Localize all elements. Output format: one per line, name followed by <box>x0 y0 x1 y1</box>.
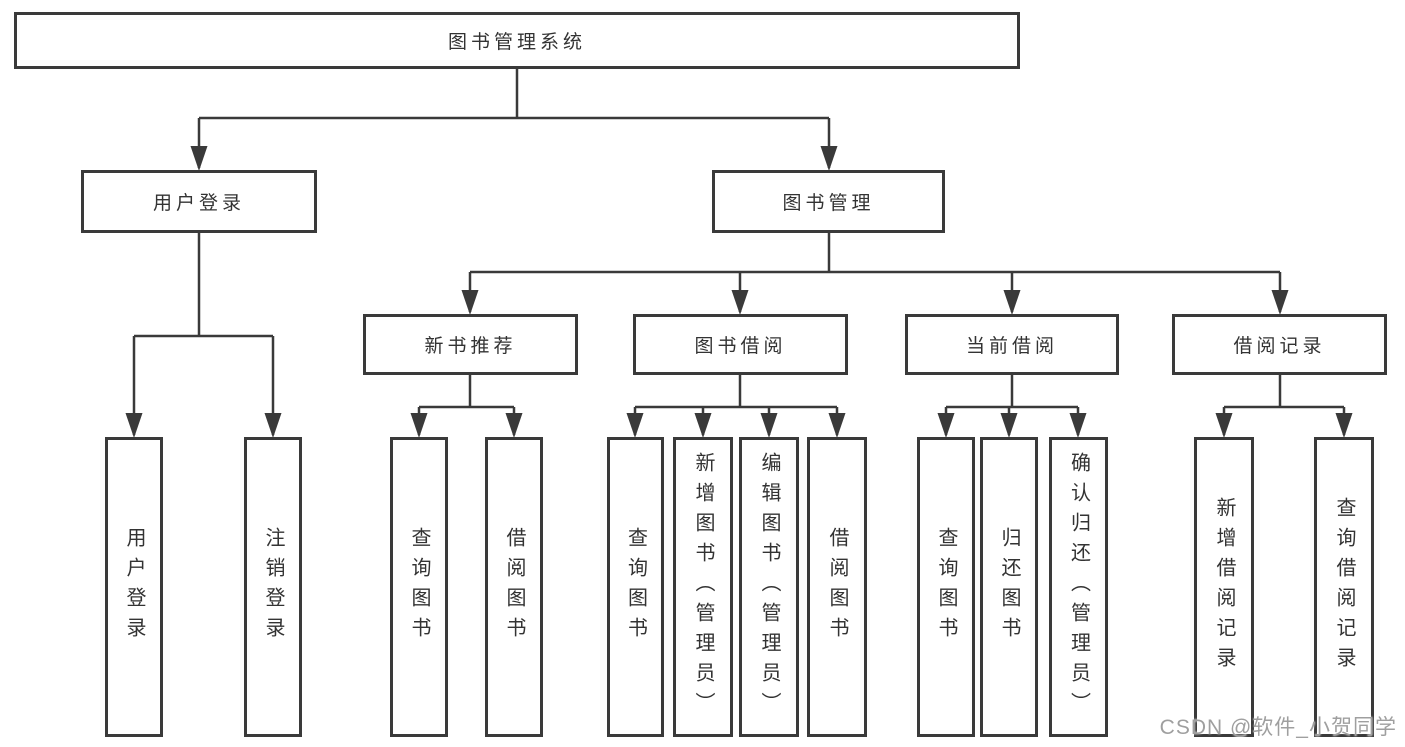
node-logout-action: 注销登录 <box>244 437 302 737</box>
node-user-login-label: 用户登录 <box>152 193 245 214</box>
connector-new-book-to-children <box>417 375 516 435</box>
connector-book-borrow-to-children <box>633 375 839 435</box>
node-br-add-record: 新增借阅记录 <box>1194 437 1254 737</box>
node-cb-return-books: 归还图书 <box>980 437 1038 737</box>
arrowhead <box>760 413 778 438</box>
node-book-management: 图书管理 <box>712 170 945 233</box>
node-nb-borrow-books: 借阅图书 <box>485 437 543 737</box>
arrowhead <box>820 146 838 171</box>
node-bb-add-books-admin: 新增图书（管理员） <box>673 437 733 737</box>
node-logout-action-label: 注销登录 <box>262 527 284 647</box>
node-bb-borrow-books-label: 借阅图书 <box>826 527 848 647</box>
node-nb-borrow-books-label: 借阅图书 <box>503 527 525 647</box>
arrowhead <box>1003 290 1021 315</box>
node-user-login-action-label: 用户登录 <box>123 527 145 647</box>
node-root-label: 图书管理系统 <box>447 32 586 53</box>
node-current-borrow-label: 当前借阅 <box>965 336 1058 357</box>
arrowhead <box>626 413 644 438</box>
arrowheads <box>125 146 1353 438</box>
node-br-query-record: 查询借阅记录 <box>1314 437 1374 737</box>
arrowhead <box>264 413 282 438</box>
arrowhead <box>505 413 523 438</box>
node-current-borrow: 当前借阅 <box>905 314 1119 375</box>
node-nb-query-books-label: 查询图书 <box>408 527 430 647</box>
connector-root-to-level2 <box>197 69 831 168</box>
arrowhead <box>937 413 955 438</box>
node-book-borrow: 图书借阅 <box>633 314 848 375</box>
node-br-add-record-label: 新增借阅记录 <box>1213 497 1235 677</box>
node-book-borrow-label: 图书借阅 <box>694 336 787 357</box>
csdn-watermark: CSDN @软件_小贺同学 <box>1159 716 1397 739</box>
node-nb-query-books: 查询图书 <box>390 437 448 737</box>
connector-user-login-to-children <box>132 233 275 435</box>
node-new-book-recommend: 新书推荐 <box>363 314 578 375</box>
arrowhead <box>1215 413 1233 438</box>
arrowhead <box>125 413 143 438</box>
node-cb-return-books-label: 归还图书 <box>998 527 1020 647</box>
node-br-query-record-label: 查询借阅记录 <box>1333 497 1355 677</box>
node-book-management-label: 图书管理 <box>782 193 875 214</box>
node-borrow-records-label: 借阅记录 <box>1233 336 1326 357</box>
arrowhead <box>461 290 479 315</box>
node-borrow-records: 借阅记录 <box>1172 314 1387 375</box>
arrowhead <box>828 413 846 438</box>
node-bb-edit-books-admin: 编辑图书（管理员） <box>739 437 799 737</box>
node-user-login: 用户登录 <box>81 170 317 233</box>
arrowhead <box>1335 413 1353 438</box>
connector-borrow-records-to-children <box>1222 375 1346 435</box>
arrowhead <box>410 413 428 438</box>
connector-book-management-to-level3 <box>468 233 1282 312</box>
arrowhead <box>190 146 208 171</box>
node-bb-query-books: 查询图书 <box>607 437 664 737</box>
arrowhead <box>1271 290 1289 315</box>
node-cb-query-books: 查询图书 <box>917 437 975 737</box>
node-user-login-action: 用户登录 <box>105 437 163 737</box>
arrowhead <box>1000 413 1018 438</box>
arrowhead <box>731 290 749 315</box>
node-root: 图书管理系统 <box>14 12 1020 69</box>
node-bb-add-books-admin-label: 新增图书（管理员） <box>692 452 714 722</box>
node-new-book-recommend-label: 新书推荐 <box>424 336 517 357</box>
arrowhead <box>1069 413 1087 438</box>
node-bb-borrow-books: 借阅图书 <box>807 437 867 737</box>
node-cb-confirm-return-admin-label: 确认归还（管理员） <box>1067 452 1090 722</box>
node-cb-confirm-return-admin: 确认归还（管理员） <box>1049 437 1108 737</box>
arrowhead <box>694 413 712 438</box>
node-bb-query-books-label: 查询图书 <box>624 527 647 647</box>
node-bb-edit-books-admin-label: 编辑图书（管理员） <box>758 452 780 722</box>
node-cb-query-books-label: 查询图书 <box>935 527 957 647</box>
